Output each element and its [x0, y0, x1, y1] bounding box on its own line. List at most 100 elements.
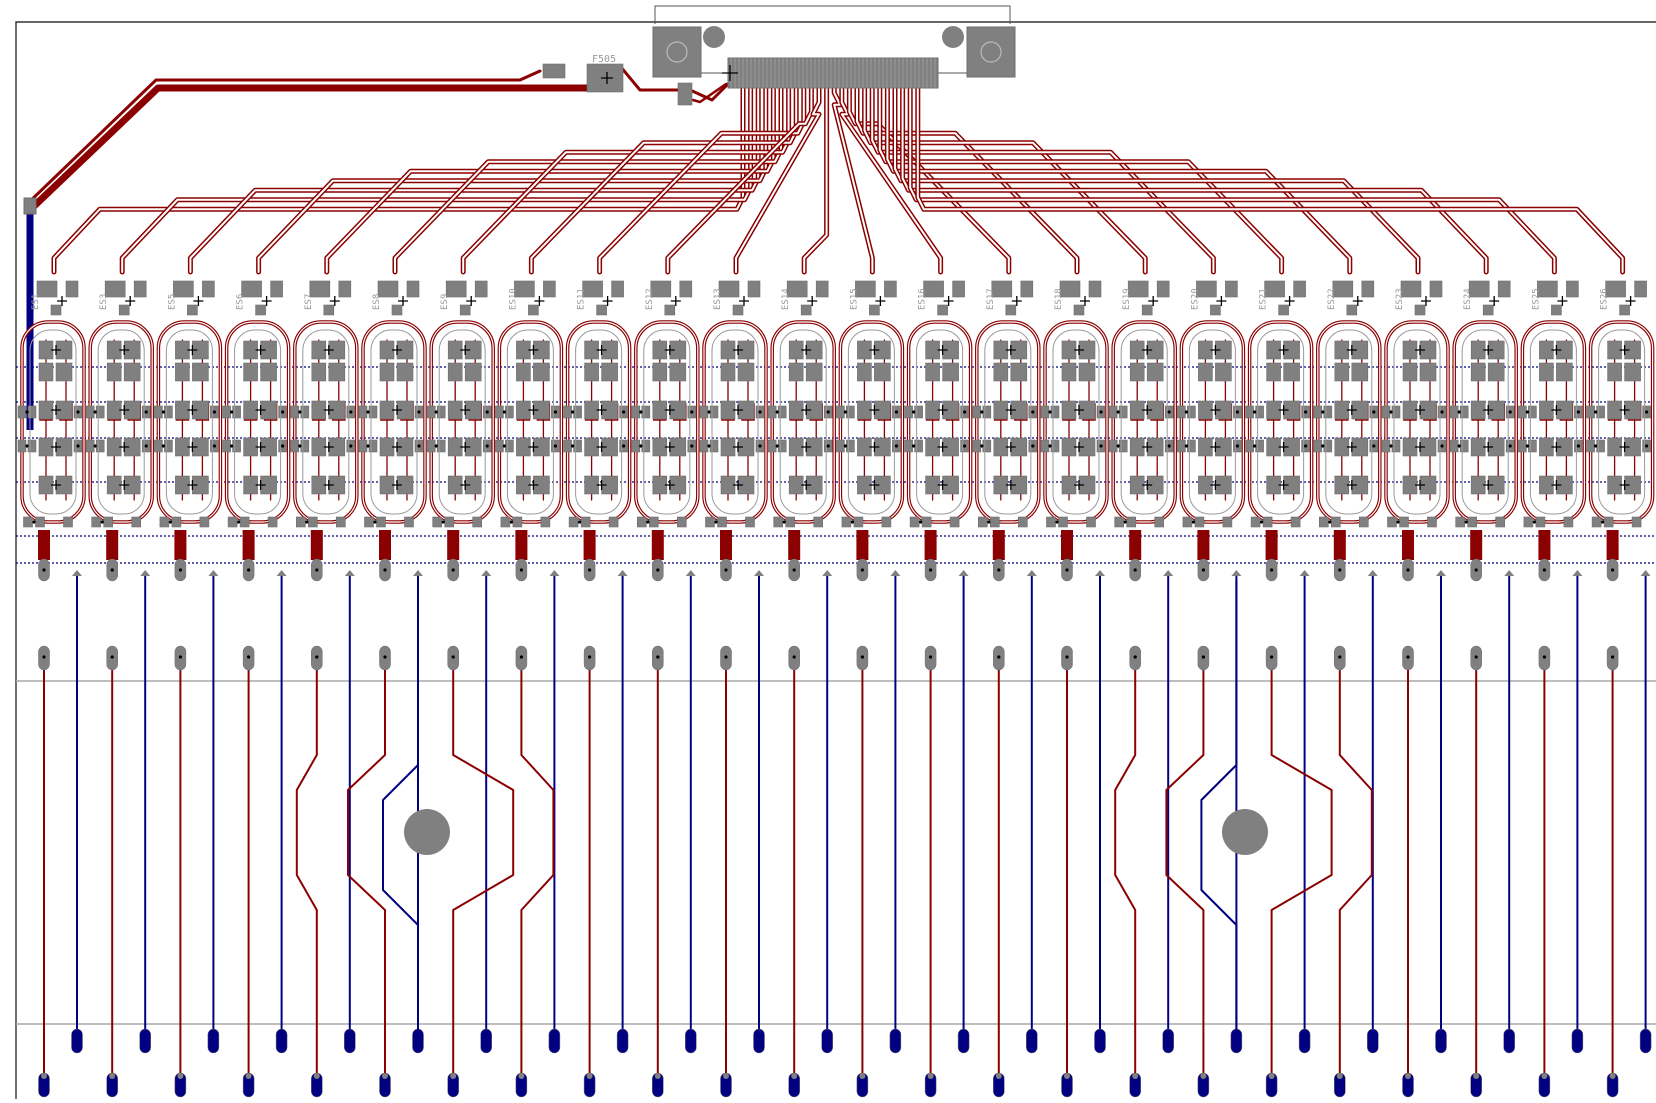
channel-ref-label: ES22: [1327, 288, 1337, 310]
component-pad: [925, 362, 940, 382]
mid-test-dot: [724, 655, 728, 659]
side-pad-left: [154, 439, 163, 453]
side-pad-dot: [1372, 444, 1376, 448]
component-cross: [1210, 442, 1221, 452]
component-cross: [1619, 345, 1630, 355]
side-pad-dot: [1031, 410, 1035, 414]
side-pad-left: [641, 405, 651, 419]
feeder-via: [1504, 570, 1515, 576]
component-cross: [1005, 442, 1016, 452]
side-pad-dot: [212, 444, 216, 448]
component-pad: [38, 340, 54, 360]
component-cross: [392, 442, 402, 452]
end-pad-via: [450, 1073, 457, 1079]
channel-loop-silk: [1188, 329, 1236, 515]
side-pad-left: [1313, 439, 1323, 453]
component-cross: [596, 480, 607, 490]
component-cross: [460, 480, 471, 490]
channel-loop-outer-core: [1112, 321, 1176, 523]
output-test-dot: [656, 568, 660, 572]
channel-loop-silk: [165, 329, 213, 515]
channel-loop-silk: [1325, 329, 1373, 515]
side-pad-left: [495, 439, 504, 453]
channel-loop-silk: [1393, 329, 1441, 515]
side-pad-left: [836, 439, 845, 453]
side-pad-dot: [1167, 410, 1171, 414]
side-pad-left: [563, 439, 572, 453]
feeder-via: [958, 570, 969, 576]
channel-ref-label: ES24: [1463, 288, 1473, 310]
bottom-feeder-pad: [548, 1028, 561, 1054]
connector-origin-cross: [722, 65, 738, 81]
component-pad: [328, 362, 346, 382]
side-pad-dot: [434, 410, 438, 414]
mid-test-dot: [860, 655, 865, 659]
component-cross: [664, 345, 675, 355]
channel-loop-outer-core: [294, 321, 358, 523]
output-pad-red: [1470, 530, 1483, 560]
fanout-trace-core: [840, 87, 942, 273]
input-pad-right: [65, 280, 79, 298]
component-cross: [1483, 442, 1494, 452]
feeder-via: [1367, 570, 1378, 576]
component-cross: [1346, 405, 1357, 415]
component-pad: [584, 340, 599, 360]
feeder-via: [754, 570, 764, 576]
component-pad: [1470, 475, 1486, 495]
input-pad-lower: [1551, 304, 1562, 316]
long-signal-trace: [452, 669, 515, 1075]
lower-pad: [239, 516, 250, 528]
bottom-detour-trace: [382, 579, 419, 1031]
side-pad-dot: [1304, 444, 1308, 448]
component-pad: [1607, 400, 1622, 420]
input-cross: [1489, 296, 1500, 306]
side-pad-dot: [1048, 410, 1052, 414]
side-pad-dot: [417, 444, 421, 448]
fanout-trace-core: [803, 87, 828, 273]
channel-loop-silk: [711, 329, 759, 515]
lower-pad-dot: [237, 520, 241, 524]
channel-loop-silk: [97, 329, 145, 515]
side-pad-left: [982, 405, 992, 419]
mid-test-dot: [656, 655, 660, 659]
end-pad-via: [1336, 1073, 1343, 1079]
component-pad: [1470, 340, 1486, 360]
fanout-trace-core: [257, 87, 767, 273]
component-pad: [516, 362, 531, 382]
component-pad: [1061, 475, 1077, 495]
output-test-dot: [315, 568, 319, 572]
mounting-hole: [1222, 809, 1268, 855]
channel-loop-silk: [984, 329, 1032, 515]
channel-loop-outer-core: [362, 321, 426, 523]
component-pad: [857, 340, 872, 360]
input-pad-left: [718, 280, 740, 298]
side-pad-dot: [1304, 410, 1308, 414]
lower-pad: [1331, 516, 1341, 528]
side-pad-left: [1040, 405, 1050, 419]
output-test-dot: [724, 568, 728, 572]
feeder-via: [208, 570, 219, 576]
side-pad-dot: [1594, 410, 1598, 414]
lower-pad: [881, 516, 892, 528]
component-pad: [788, 340, 804, 360]
component-cross: [1415, 480, 1425, 490]
side-pad-left: [1177, 439, 1186, 453]
component-pad: [1129, 362, 1145, 382]
component-pad: [175, 340, 190, 360]
lower-pad: [841, 516, 852, 528]
component-pad: [993, 362, 1009, 382]
side-pad-dot: [980, 410, 984, 414]
lower-pad: [676, 516, 687, 528]
side-pad-left: [1518, 439, 1527, 453]
input-cross: [125, 296, 136, 306]
component-cross: [1415, 405, 1425, 415]
bottom-feeder-pad: [480, 1028, 492, 1054]
side-pad-left: [232, 405, 241, 419]
side-pad-dot: [980, 444, 984, 448]
channel-ref-label: ES6: [236, 294, 246, 310]
end-pad-via: [1541, 1073, 1548, 1079]
output-pad-red: [106, 530, 119, 560]
bottom-copper-layer: [16, 210, 1656, 1098]
